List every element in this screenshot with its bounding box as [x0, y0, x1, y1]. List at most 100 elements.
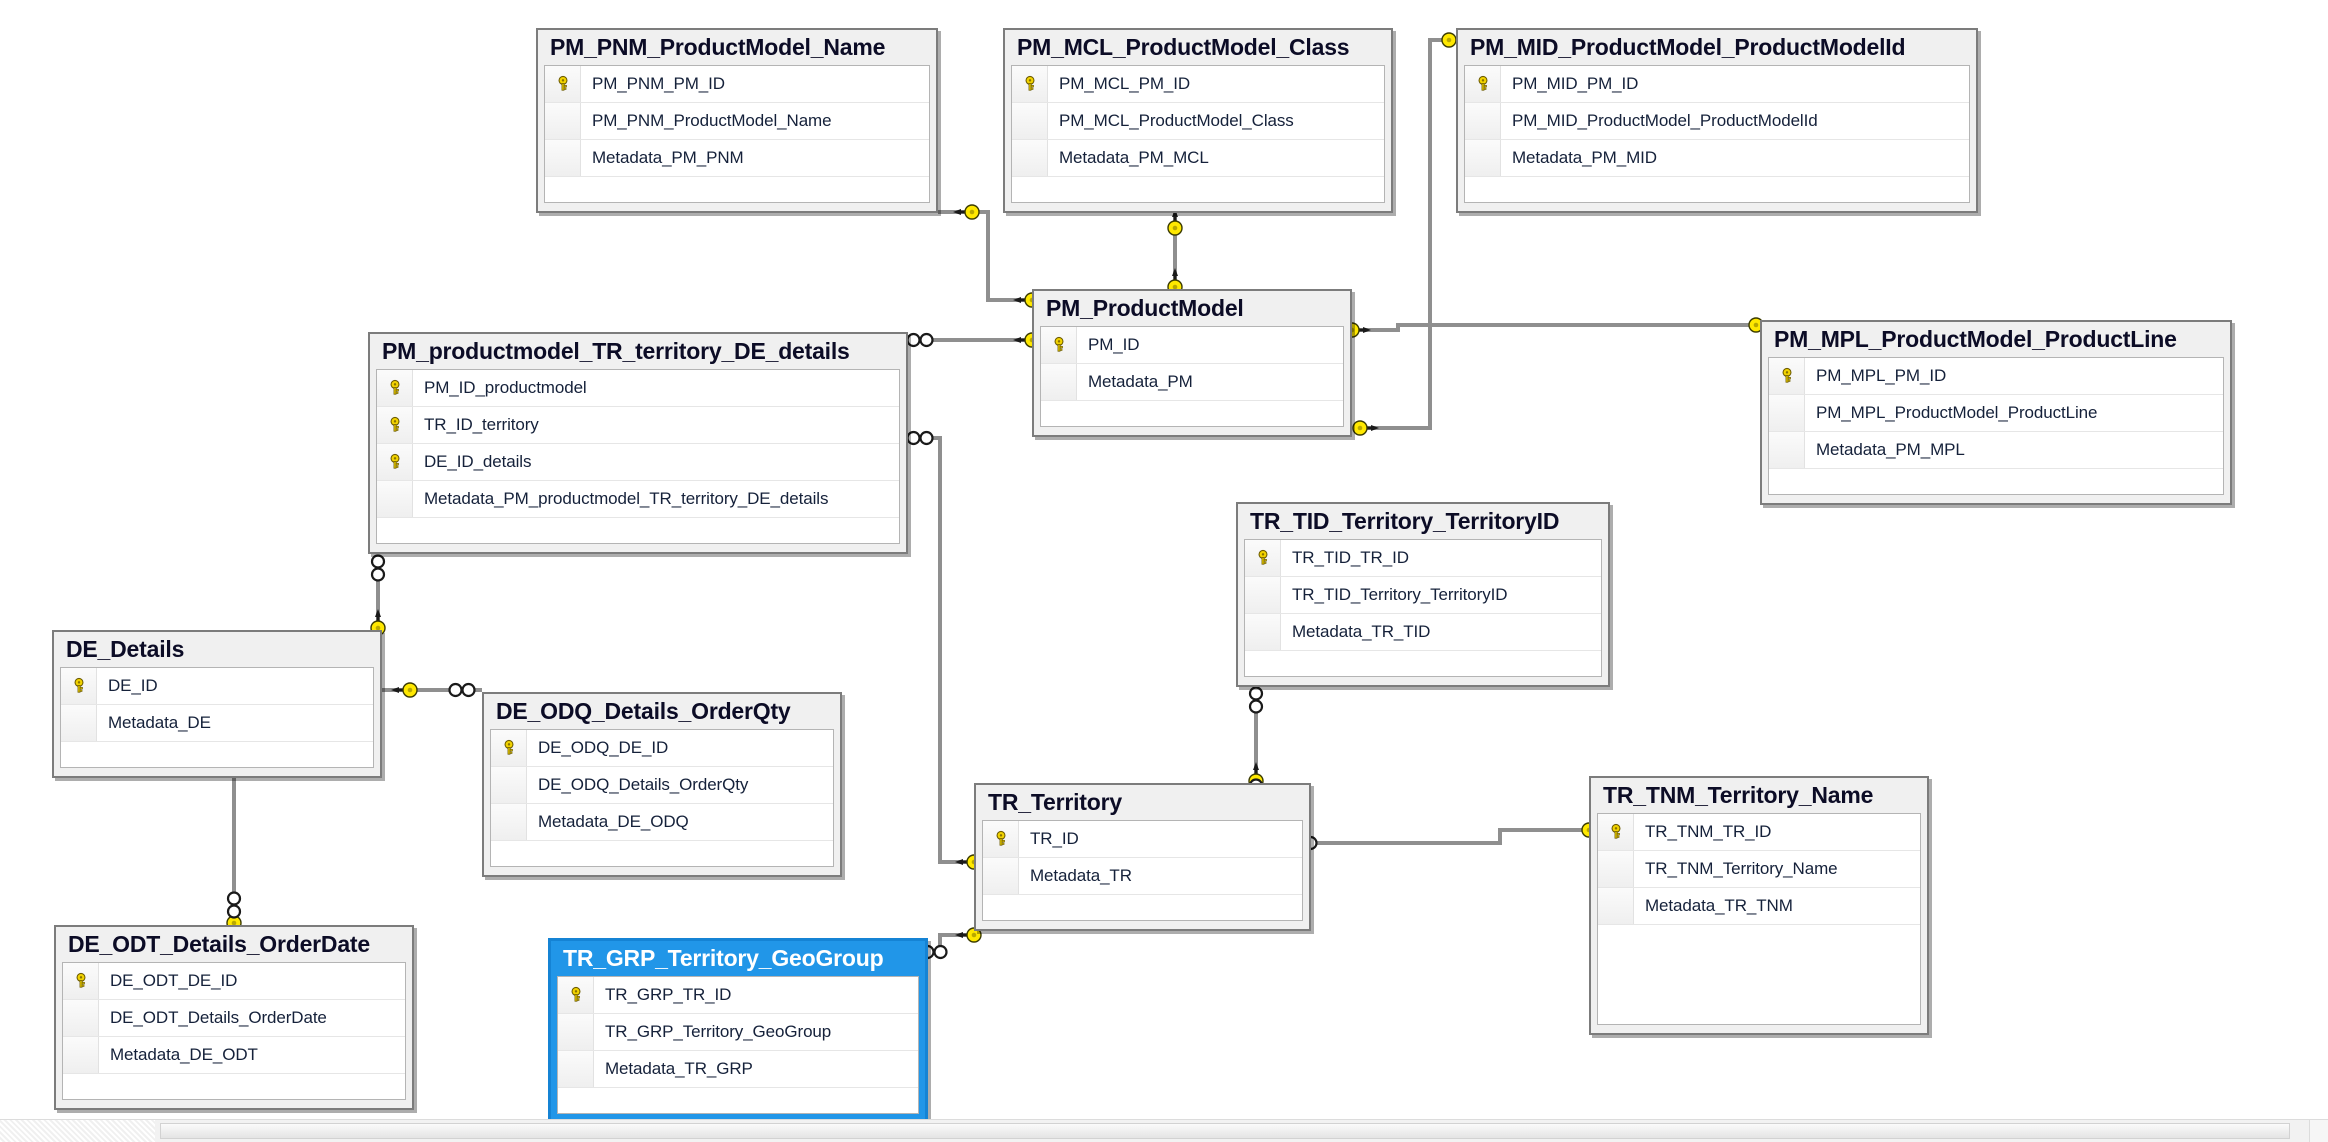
column-row[interactable]: TR_GRP_TR_ID	[558, 976, 918, 1014]
column-grid[interactable]: TR_TID_TR_ID TR_TID_Territory_TerritoryID…	[1244, 538, 1602, 677]
column-row[interactable]: Metadata_TR_TNM	[1598, 887, 1920, 925]
column-row[interactable]: Metadata_DE	[61, 704, 373, 742]
column-row[interactable]: Metadata_PM_PNM	[545, 139, 929, 177]
column-row[interactable]: TR_TID_Territory_TerritoryID	[1245, 576, 1601, 614]
scrollbar-track-left[interactable]	[0, 1120, 155, 1142]
key-gutter	[377, 443, 413, 480]
column-gutter	[61, 741, 96, 767]
column-name: Metadata_PM_MCL	[1059, 147, 1209, 167]
column-name: TR_GRP_Territory_GeoGroup	[605, 1021, 832, 1041]
column-row[interactable]: Metadata_TR_TID	[1245, 613, 1601, 651]
column-row[interactable]: PM_MPL_PM_ID	[1769, 357, 2223, 395]
column-row[interactable]: TR_TNM_TR_ID	[1598, 813, 1920, 851]
empty-row[interactable]	[1465, 176, 1969, 202]
column-row[interactable]: TR_TID_TR_ID	[1245, 539, 1601, 577]
empty-row[interactable]	[377, 517, 899, 543]
column-row[interactable]: DE_ODT_Details_OrderDate	[63, 999, 405, 1037]
column-row[interactable]: PM_MID_ProductModel_ProductModelId	[1465, 102, 1969, 140]
column-grid[interactable]: DE_ID Metadata_DE	[60, 666, 374, 768]
column-name: PM_MID_ProductModel_ProductModelId	[1512, 110, 1818, 130]
column-row[interactable]: DE_ODQ_DE_ID	[491, 729, 833, 767]
empty-row[interactable]	[63, 1073, 405, 1099]
column-row[interactable]: DE_ODT_DE_ID	[63, 962, 405, 1000]
column-row[interactable]: TR_GRP_Territory_GeoGroup	[558, 1013, 918, 1051]
column-row[interactable]: Metadata_DE_ODT	[63, 1036, 405, 1074]
key-gutter	[377, 406, 413, 443]
column-row[interactable]: PM_PNM_ProductModel_Name	[545, 102, 929, 140]
column-row[interactable]: Metadata_PM_MCL	[1012, 139, 1384, 177]
empty-row[interactable]	[1598, 986, 1920, 1024]
column-row[interactable]: PM_MPL_ProductModel_ProductLine	[1769, 394, 2223, 432]
column-row[interactable]: Metadata_TR_GRP	[558, 1050, 918, 1088]
column-gutter	[1041, 363, 1077, 400]
column-name: TR_TID_Territory_TerritoryID	[1292, 584, 1508, 604]
column-row[interactable]: DE_ODQ_Details_OrderQty	[491, 766, 833, 804]
column-row[interactable]: Metadata_PM_MPL	[1769, 431, 2223, 469]
column-name: TR_TID_TR_ID	[1292, 547, 1409, 567]
empty-row[interactable]	[558, 1087, 918, 1113]
column-name: Metadata_TR_GRP	[605, 1058, 753, 1078]
column-row[interactable]: PM_ID	[1041, 326, 1343, 364]
empty-row[interactable]	[545, 176, 929, 202]
empty-row[interactable]	[1598, 924, 1920, 950]
empty-row[interactable]	[983, 894, 1302, 920]
column-row[interactable]: PM_MCL_PM_ID	[1012, 65, 1384, 103]
column-row[interactable]: PM_MCL_ProductModel_Class	[1012, 102, 1384, 140]
column-row[interactable]: Metadata_PM_productmodel_TR_territory_DE…	[377, 480, 899, 518]
empty-row[interactable]	[61, 741, 373, 767]
empty-row[interactable]	[1598, 949, 1920, 987]
column-row[interactable]: Metadata_DE_ODQ	[491, 803, 833, 841]
column-name: DE_ID	[108, 675, 158, 695]
empty-row[interactable]	[1041, 400, 1343, 426]
column-row[interactable]: TR_ID	[983, 820, 1302, 858]
column-row[interactable]: PM_ID_productmodel	[377, 369, 899, 407]
scrollbar-endcap[interactable]	[2309, 1120, 2328, 1142]
scrollbar-thumb[interactable]	[160, 1123, 2290, 1139]
primary-key-icon	[74, 677, 83, 693]
column-row[interactable]: Metadata_TR	[983, 857, 1302, 895]
column-row[interactable]: Metadata_PM_MID	[1465, 139, 1969, 177]
column-row[interactable]: DE_ID_details	[377, 443, 899, 481]
horizontal-scrollbar[interactable]	[0, 1119, 2328, 1142]
empty-cell	[1633, 950, 1920, 987]
column-row[interactable]: TR_ID_territory	[377, 406, 899, 444]
empty-row[interactable]	[1012, 176, 1384, 202]
column-row[interactable]: PM_PNM_PM_ID	[545, 65, 929, 103]
empty-row[interactable]	[1245, 650, 1601, 676]
column-grid[interactable]: PM_MID_PM_ID PM_MID_ProductModel_ProductM…	[1464, 64, 1970, 203]
empty-row[interactable]	[1769, 468, 2223, 494]
column-gutter	[61, 704, 97, 741]
column-gutter	[558, 1013, 594, 1050]
column-row[interactable]: TR_TNM_Territory_Name	[1598, 850, 1920, 888]
key-gutter	[491, 729, 527, 766]
column-row[interactable]: Metadata_PM	[1041, 363, 1343, 401]
column-row[interactable]: DE_ID	[61, 667, 373, 705]
empty-row[interactable]	[491, 840, 833, 866]
column-row[interactable]: PM_MID_PM_ID	[1465, 65, 1969, 103]
column-gutter	[491, 840, 526, 866]
